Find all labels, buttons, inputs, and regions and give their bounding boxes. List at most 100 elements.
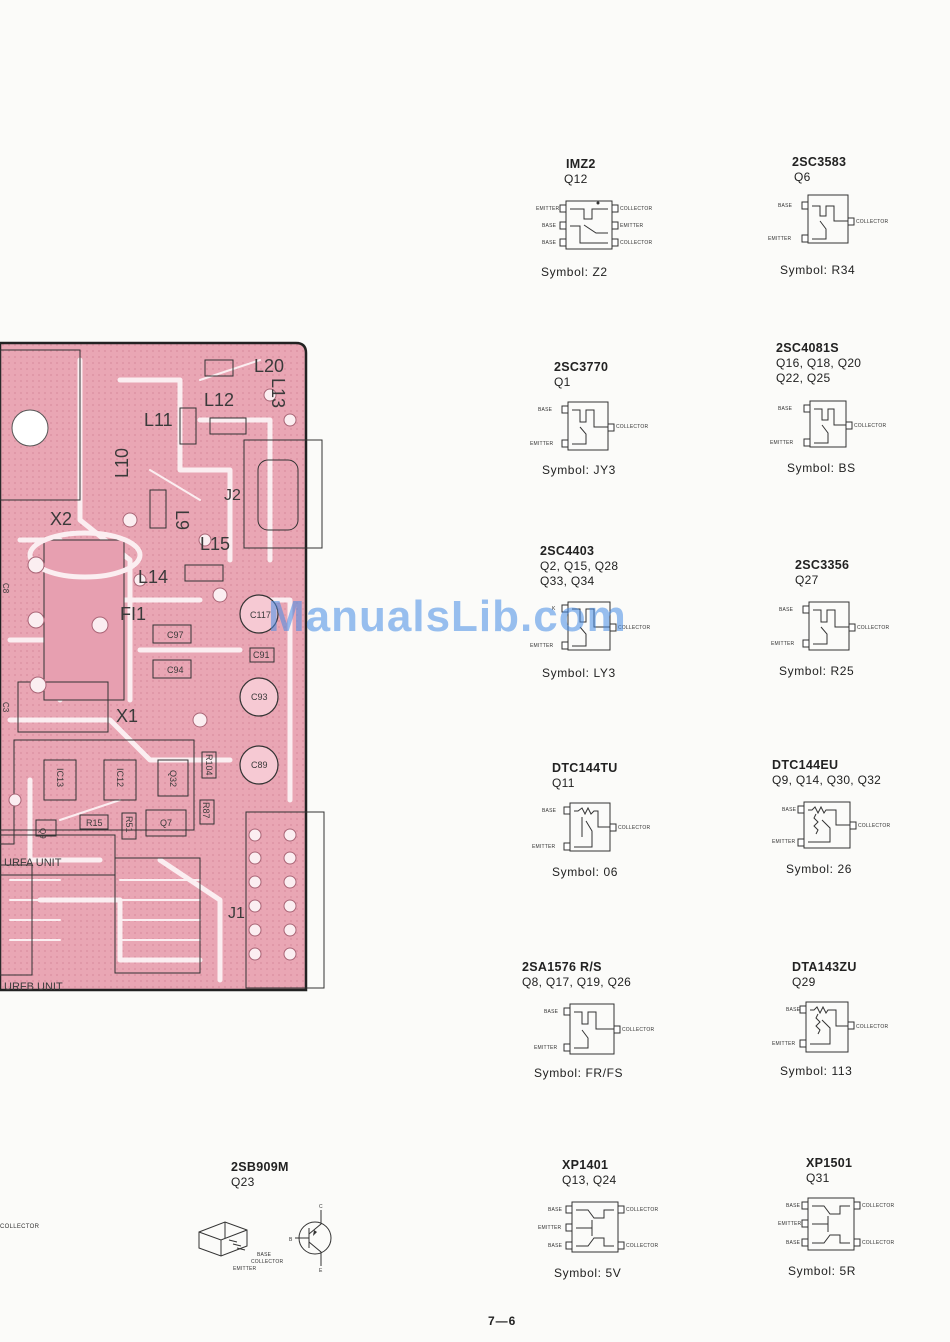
svg-text:BASE: BASE (786, 1203, 801, 1209)
part-refs: Q6 (794, 170, 811, 184)
pcb-label-ic12: IC12 (115, 768, 125, 787)
part-name: 2SB909M (231, 1160, 289, 1174)
part-2sc3770: 2SC3770 Q1 BASE EMITTER COLLECTOR Symbol… (530, 360, 700, 477)
pcb-label-x1: X1 (116, 706, 138, 726)
part-2sc4081s: 2SC4081S Q16, Q18, Q20 Q22, Q25 BASE EMI… (766, 341, 936, 475)
svg-text:B: B (289, 1237, 293, 1243)
part-dtc144eu: DTC144EU Q9, Q14, Q30, Q32 BASE EMITTER … (772, 758, 942, 876)
pcb-label-c94: C94 (167, 665, 184, 675)
part-xp1401: XP1401 Q13, Q24 BASE EMITTER BASE COLLEC… (536, 1158, 706, 1280)
pcb-label-c97: C97 (167, 630, 184, 640)
part-refs: Q9, Q14, Q30, Q32 (772, 773, 882, 787)
svg-text:BASE: BASE (542, 808, 557, 814)
part-name: DTA143ZU (792, 960, 857, 974)
package-5pin-diagram: BASE EMITTER BASE COLLECTOR COLLECTOR (538, 1201, 658, 1253)
part-refs: Q8, Q17, Q19, Q26 (522, 975, 632, 989)
page-number: 7—6 (488, 1314, 517, 1328)
svg-text:EMITTER: EMITTER (768, 236, 792, 242)
pcb-label-q32: Q32 (168, 770, 178, 787)
pcb-label-l13: L13 (268, 378, 288, 408)
part-name: XP1501 (806, 1156, 853, 1170)
part-name: 2SC4403 (540, 544, 595, 558)
svg-text:COLLECTOR: COLLECTOR (616, 424, 648, 430)
svg-text:BASE: BASE (782, 807, 797, 813)
svg-text:BASE: BASE (542, 240, 557, 246)
part-symbol: Symbol: 26 (786, 862, 853, 876)
part-symbol: Symbol: 5R (788, 1264, 857, 1278)
package-3pin-diagram: BASE EMITTER COLLECTOR (771, 601, 889, 651)
part-name: DTC144EU (772, 758, 839, 772)
part-symbol: Symbol: 06 (552, 865, 619, 879)
package-3pin-diagram: BASE EMITTER COLLECTOR (532, 802, 650, 852)
svg-text:COLLECTOR: COLLECTOR (620, 240, 652, 246)
part-symbol: Symbol: BS (787, 461, 856, 475)
part-xp1501: XP1501 Q31 BASE EMITTER BASE COLLECTOR C… (778, 1156, 948, 1278)
pcb-label-r104: R104 (204, 754, 214, 776)
part-refs: Q12 (564, 172, 588, 186)
part-imz2: IMZ2 Q12 EMITTER BASE BASE COLLECTOR EMI… (536, 157, 706, 279)
svg-text:COLLECTOR: COLLECTOR (626, 1207, 658, 1213)
svg-text:BASE: BASE (538, 407, 553, 413)
part-dta143zu: DTA143ZU Q29 BASE EMITTER COLLECTOR Symb… (772, 960, 942, 1078)
svg-text:COLLECTOR: COLLECTOR (856, 1024, 888, 1030)
pcb-label-l14: L14 (138, 567, 168, 587)
package-3pin-diagram: BASE EMITTER COLLECTOR (768, 194, 888, 244)
svg-text:BASE: BASE (779, 607, 794, 613)
svg-text:EMITTER: EMITTER (530, 643, 554, 649)
svg-text:BASE: BASE (257, 1252, 272, 1258)
svg-text:EMITTER: EMITTER (532, 844, 556, 850)
pcb-label-l12: L12 (204, 390, 234, 410)
part-name: 2SC4081S (776, 341, 839, 355)
part-2sb909m: 2SB909M Q23 BASE COLLECTOR EMITTER B C E (195, 1160, 365, 1274)
part-name: DTC144TU (552, 761, 618, 775)
pcb-label-j2: J2 (224, 487, 241, 504)
package-3pin-diagram: BASE EMITTER COLLECTOR (530, 401, 648, 451)
package-3pin-diagram: BASE EMITTER COLLECTOR (770, 400, 886, 448)
svg-text:COLLECTOR: COLLECTOR (856, 219, 888, 225)
pcb-label-r87: R87 (201, 802, 211, 819)
svg-text:BASE: BASE (542, 223, 557, 229)
pcb-label-l20: L20 (254, 356, 284, 376)
part-2sc3356: 2SC3356 Q27 BASE EMITTER COLLECTOR Symbo… (771, 558, 941, 678)
svg-text:C: C (319, 1204, 323, 1210)
package-to92-diagram: BASE COLLECTOR EMITTER B C E (198, 1204, 332, 1274)
pcb-label-c93: C93 (251, 692, 268, 702)
part-name: 2SA1576 R/S (522, 960, 602, 974)
svg-text:BASE: BASE (548, 1243, 563, 1249)
part-symbol: Symbol: LY3 (542, 666, 616, 680)
svg-text:COLLECTOR: COLLECTOR (622, 1027, 654, 1033)
svg-text:EMITTER: EMITTER (534, 1045, 558, 1051)
svg-text:BASE: BASE (544, 1009, 559, 1015)
part-name: XP1401 (562, 1158, 609, 1172)
svg-text:COLLECTOR: COLLECTOR (862, 1240, 894, 1246)
svg-text:EMITTER: EMITTER (770, 440, 794, 446)
part-symbol: Symbol: R25 (779, 664, 855, 678)
pcb-label-j1: J1 (228, 905, 245, 922)
part-symbol: Symbol: 113 (780, 1064, 853, 1078)
pcb-label-c89: C89 (251, 760, 268, 770)
package-3pin-diagram: BASE EMITTER COLLECTOR (772, 801, 890, 849)
svg-text:COLLECTOR: COLLECTOR (618, 825, 650, 831)
svg-text:K: K (552, 606, 556, 612)
part-refs: Q13, Q24 (562, 1173, 617, 1187)
svg-text:BASE: BASE (778, 203, 793, 209)
pcb-label-l11: L11 (144, 410, 173, 430)
part-name: 2SC3356 (795, 558, 850, 572)
svg-text:BASE: BASE (786, 1240, 801, 1246)
svg-text:COLLECTOR: COLLECTOR (858, 823, 890, 829)
svg-text:EMITTER: EMITTER (772, 839, 796, 845)
svg-text:EMITTER: EMITTER (778, 1221, 802, 1227)
pcb-label-ic13: IC13 (55, 768, 65, 787)
pcb-label-l9: L9 (172, 510, 192, 530)
pcb-label-fi1: FI1 (120, 604, 146, 624)
pcb-label-l10: L10 (112, 448, 132, 478)
part-symbol: Symbol: Z2 (541, 265, 608, 279)
pcb-label-q7: Q7 (160, 818, 172, 828)
svg-text:E: E (319, 1268, 323, 1274)
mounting-hole (11, 409, 49, 447)
package-6pin-diagram: EMITTER BASE BASE COLLECTOR EMITTER COLL… (536, 200, 652, 250)
svg-text:COLLECTOR: COLLECTOR (862, 1203, 894, 1209)
part-dtc144tu: DTC144TU Q11 BASE EMITTER COLLECTOR Symb… (530, 761, 700, 879)
part-refs: Q29 (792, 975, 816, 989)
svg-text:COLLECTOR: COLLECTOR (857, 625, 889, 631)
